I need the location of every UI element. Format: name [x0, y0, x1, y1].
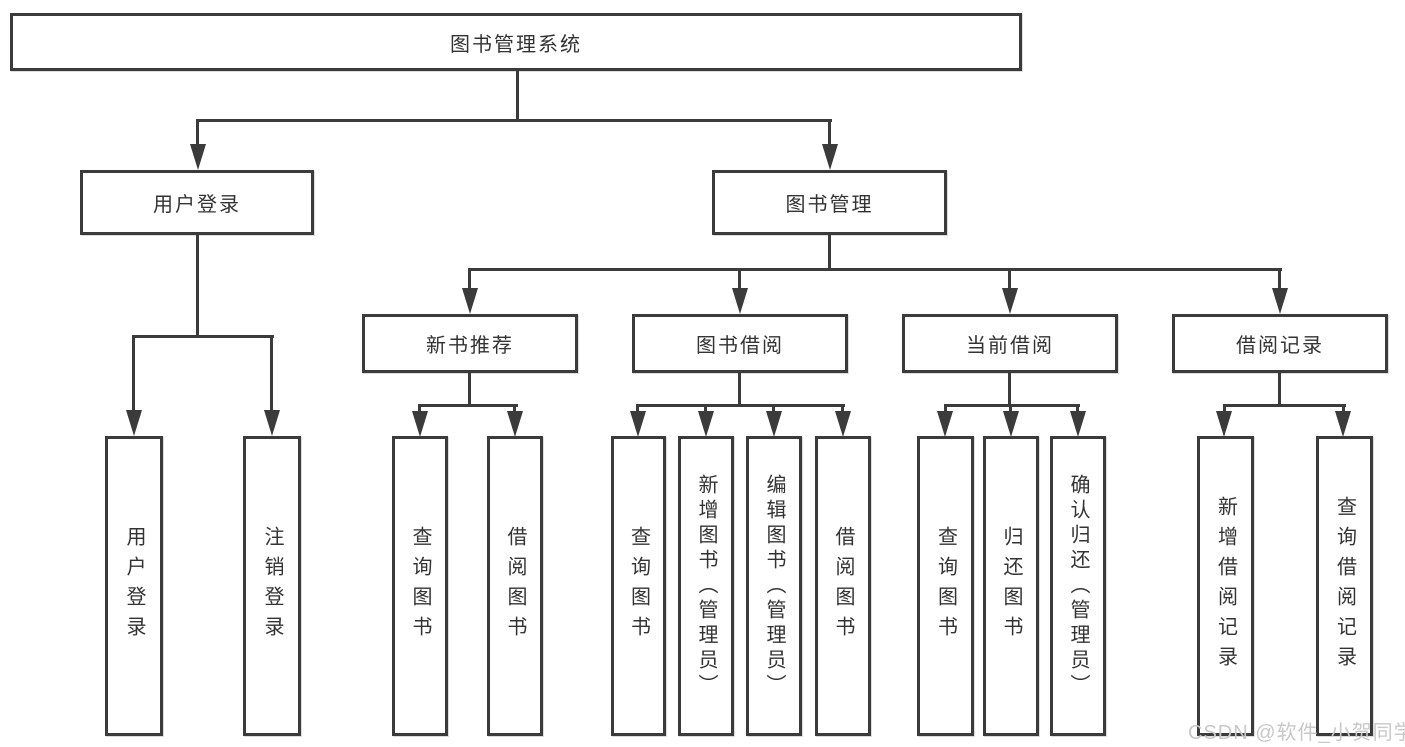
connector-line	[841, 404, 844, 413]
connector-line	[418, 404, 518, 407]
node-book-borrow: 图书借阅	[632, 314, 848, 373]
arrow-down-icon	[732, 288, 748, 314]
connector-line	[636, 404, 639, 413]
node-new-book-recommend: 新书推荐	[362, 314, 578, 373]
connector-line	[513, 404, 516, 413]
connector-line	[1008, 268, 1011, 289]
arrow-down-icon	[190, 144, 206, 170]
arrow-down-icon	[835, 411, 851, 437]
node-current-borrow-label: 当前借阅	[966, 335, 1054, 357]
arrow-down-icon	[766, 411, 782, 437]
connector-line	[772, 404, 775, 413]
leaf-query-books-current: 查询图书	[917, 436, 974, 736]
connector-line	[1278, 372, 1281, 406]
node-new-book-recommend-label: 新书推荐	[426, 335, 514, 357]
connector-line	[196, 234, 199, 337]
node-borrow-records: 借阅记录	[1172, 314, 1388, 373]
leaf-user-login: 用户登录	[105, 436, 163, 736]
arrow-down-icon	[1003, 411, 1019, 437]
arrow-down-icon	[1216, 411, 1232, 437]
arrow-down-icon	[507, 411, 523, 437]
connector-line	[704, 404, 707, 413]
node-user-login-label: 用户登录	[153, 194, 241, 216]
connector-line	[944, 404, 947, 413]
leaf-return-books: 归还图书	[983, 436, 1039, 736]
connector-line	[738, 372, 741, 406]
arrow-down-icon	[264, 410, 280, 436]
connector-line	[944, 404, 1080, 407]
arrow-down-icon	[630, 411, 646, 437]
connector-line	[1223, 404, 1346, 407]
connector-line	[132, 335, 135, 412]
connector-line	[1009, 404, 1012, 413]
connector-line	[828, 119, 831, 146]
arrow-down-icon	[822, 144, 838, 170]
leaf-logout: 注销登录	[243, 436, 301, 736]
connector-line	[468, 268, 1282, 271]
connector-line	[418, 404, 421, 413]
node-user-login: 用户登录	[80, 170, 314, 235]
leaf-borrow-books: 借阅图书	[815, 436, 871, 736]
connector-line	[1008, 372, 1011, 406]
arrow-down-icon	[698, 411, 714, 437]
node-book-borrow-label: 图书借阅	[696, 335, 784, 357]
connector-line	[636, 404, 845, 407]
arrow-down-icon	[412, 411, 428, 437]
connector-line	[516, 70, 519, 121]
node-root-label: 图书管理系统	[450, 33, 582, 56]
connector-line	[468, 268, 471, 289]
connector-line	[828, 234, 831, 270]
node-current-borrow: 当前借阅	[902, 314, 1118, 373]
leaf-confirm-return-admin: 确认归还（管理员）	[1050, 436, 1106, 736]
leaf-query-borrow-record: 查询借阅记录	[1316, 436, 1373, 736]
csdn-watermark: CSDN @软件_小贺同学	[1188, 722, 1405, 744]
leaf-edit-books-admin: 编辑图书（管理员）	[746, 436, 802, 736]
arrow-down-icon	[937, 411, 953, 437]
connector-line	[1278, 268, 1281, 289]
connector-line	[738, 268, 741, 289]
connector-line	[1223, 404, 1226, 413]
connector-line	[1342, 404, 1345, 413]
leaf-add-borrow-record: 新增借阅记录	[1197, 436, 1254, 736]
connector-line	[132, 335, 274, 338]
connector-line	[196, 119, 199, 146]
arrow-down-icon	[462, 288, 478, 314]
connector-line	[1076, 404, 1079, 413]
arrow-down-icon	[1070, 411, 1086, 437]
node-book-management: 图书管理	[712, 170, 947, 235]
leaf-borrow-books-recommend: 借阅图书	[487, 436, 543, 736]
arrow-down-icon	[126, 410, 142, 436]
node-borrow-records-label: 借阅记录	[1236, 335, 1324, 357]
leaf-query-books-borrow: 查询图书	[611, 436, 666, 736]
node-book-management-label: 图书管理	[785, 194, 874, 216]
arrow-down-icon	[1335, 411, 1351, 437]
leaf-query-books-recommend: 查询图书	[392, 436, 448, 736]
leaf-add-books-admin: 新增图书（管理员）	[678, 436, 734, 736]
node-root: 图书管理系统	[10, 13, 1022, 71]
connector-line	[196, 119, 832, 122]
arrow-down-icon	[1002, 288, 1018, 314]
arrow-down-icon	[1272, 288, 1288, 314]
connector-line	[270, 335, 273, 412]
connector-line	[468, 372, 471, 406]
